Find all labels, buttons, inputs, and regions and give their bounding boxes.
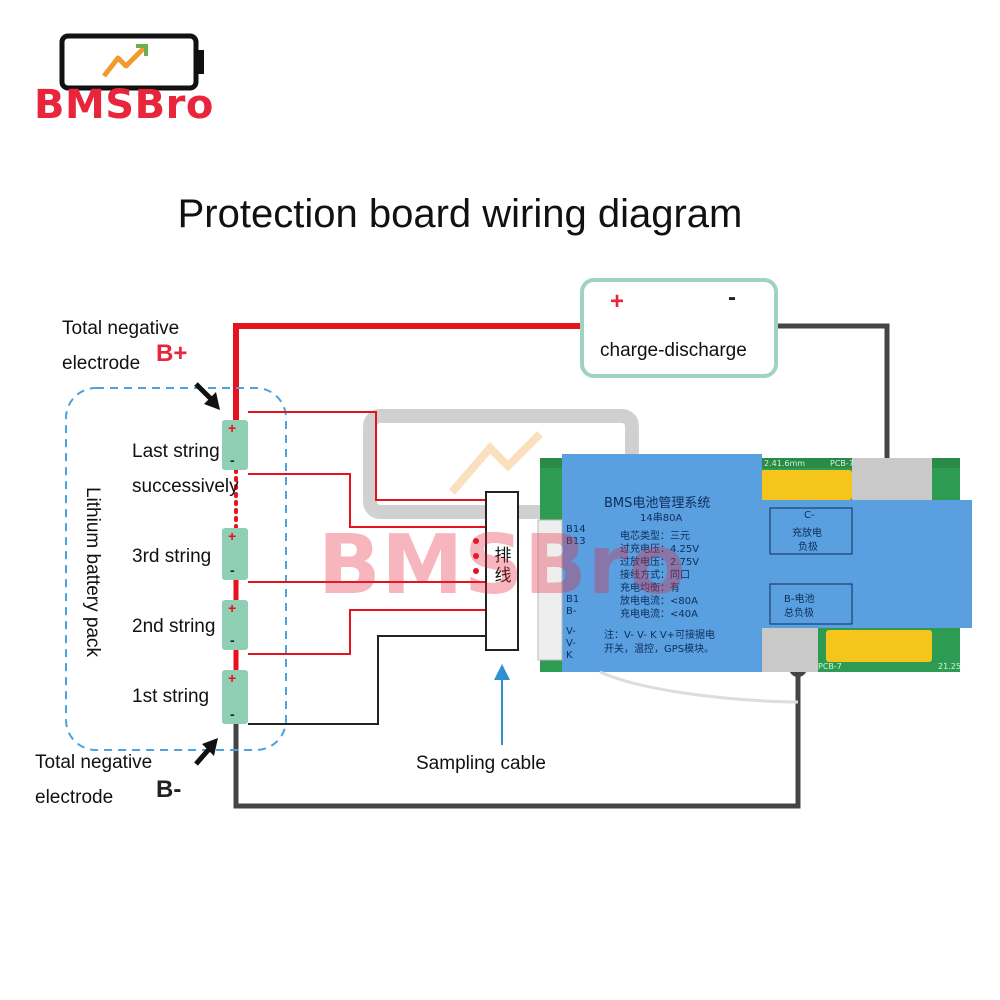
cell-last-string — [222, 420, 248, 470]
cell-1st-label: 1st string — [132, 686, 210, 707]
spec-wiring: 接线方式：同口 — [620, 570, 690, 581]
diagram-title: Protection board wiring diagram — [177, 192, 743, 236]
bms-note-line2: 开关，温控，GPS模块。 — [604, 644, 715, 655]
load-label: charge-discharge — [600, 340, 747, 361]
brand-watermark: BMSBro — [318, 518, 687, 613]
battery-pack-outline — [65, 387, 287, 751]
cell-last-label-line1: Last string — [132, 441, 220, 462]
cell-1st-string — [222, 670, 248, 724]
cell-1st-plus: + — [228, 670, 237, 686]
sampling-cable-label: Sampling cable — [416, 753, 546, 774]
cell-2nd-string — [222, 600, 248, 650]
top-terminal-label-line2: electrode — [62, 353, 141, 374]
c-minus-desc-line2: 负极 — [798, 542, 818, 553]
pin-k: K — [566, 650, 573, 661]
load-plus-sign: + — [610, 288, 625, 315]
spec-overcharge: 过充电压：4.25V — [620, 544, 700, 555]
cell-last-minus: - — [230, 452, 235, 468]
pcb-top-label: PCB-7 — [830, 459, 854, 468]
cell-2nd-label: 2nd string — [132, 616, 216, 637]
battery-pack-label: Lithium battery pack — [82, 486, 103, 658]
load-minus-sign: - — [728, 284, 736, 311]
spec-charge: 充电电流：<40A — [620, 609, 698, 620]
bottom-terminal-label-line1: Total negative — [35, 752, 153, 773]
cell-1st-minus: - — [230, 706, 235, 722]
spec-overdischarge: 过放电压：2.75V — [620, 557, 700, 568]
connector-label: 排线 — [494, 546, 512, 586]
charge-discharge-load-box — [580, 278, 778, 378]
sampling-connector — [485, 491, 519, 651]
c-minus-label: C- — [804, 510, 815, 521]
cell-last-label-line2: successively — [132, 476, 239, 497]
bottom-terminal-label-line2: electrode — [35, 787, 114, 808]
brand-name: BMSBro — [34, 82, 214, 128]
cell-last-plus: + — [228, 420, 237, 436]
pcb-bottom-label: PCB-7 — [818, 662, 842, 671]
spec-balance: 充电均衡：有 — [620, 583, 680, 594]
top-terminal-label-line1: Total negative — [62, 318, 180, 339]
pin-b-minus: B- — [566, 606, 577, 617]
cell-2nd-plus: + — [228, 600, 237, 616]
cell-3rd-plus: + — [228, 528, 237, 544]
b-plus-arrow-icon — [194, 382, 220, 410]
spec-discharge: 放电电流：<80A — [620, 596, 698, 607]
cell-3rd-minus: - — [230, 562, 235, 578]
spec-cell-type: 电芯类型：三元 — [620, 531, 690, 542]
c-minus-desc-line1: 充放电 — [792, 528, 822, 539]
b-minus-board-label: B-电池 — [784, 594, 815, 605]
bms-board — [537, 454, 972, 704]
pin-v-minus-2: V- — [566, 638, 576, 649]
b-minus-arrow-icon — [194, 738, 218, 766]
bms-note-line1: 注：V- V- K V+可接据电 — [604, 630, 716, 641]
bms-title: BMS电池管理系统 — [604, 496, 711, 511]
pin-v-minus-1: V- — [566, 626, 576, 637]
pin-b14: B14 — [566, 524, 586, 535]
b-minus-board-desc: 总负极 — [784, 608, 814, 619]
b-plus-marker: B+ — [156, 340, 188, 367]
pin-b13: B13 — [566, 536, 586, 547]
cell-2nd-minus: - — [230, 632, 235, 648]
positive-main-wire — [233, 317, 611, 420]
sampling-arrow-icon — [494, 664, 510, 745]
bms-model: 14串80A — [640, 513, 683, 524]
pin-b1: B1 — [566, 594, 580, 605]
battery-negative-main-wire — [233, 659, 807, 809]
pcb-code: 2.41.6mm — [764, 459, 806, 468]
cell-3rd-label: 3rd string — [132, 546, 212, 567]
b-minus-marker: B- — [156, 776, 182, 803]
cell-3rd-string — [222, 528, 248, 580]
pcb-date: 21.25 — [938, 662, 961, 671]
